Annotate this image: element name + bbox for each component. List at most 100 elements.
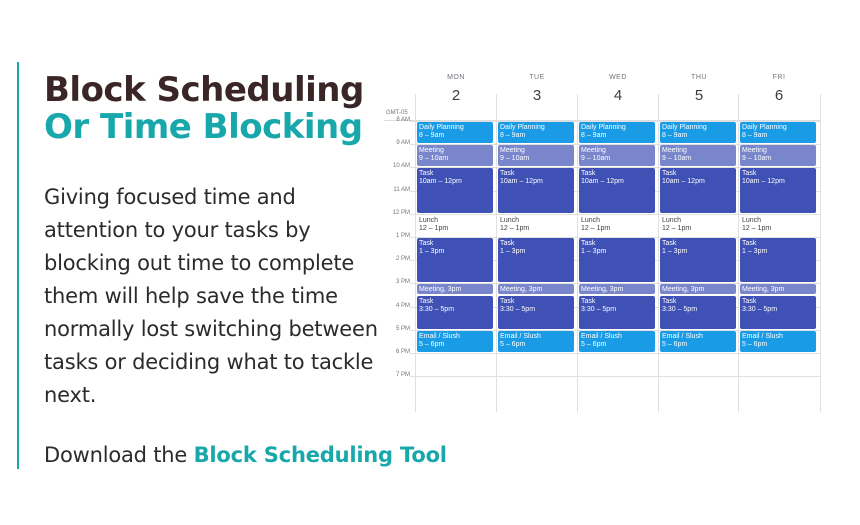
event-title: Task (742, 240, 757, 247)
event-time: 1 – 3pm (662, 248, 688, 255)
download-line: Download the Block Scheduling Tool (44, 443, 447, 467)
title-line-1: Block Scheduling (44, 70, 364, 110)
meeting-3pm-event[interactable]: Meeting, 3pm (579, 284, 655, 294)
event-time: 1 – 3pm (419, 248, 445, 255)
event-title: Meeting, 3pm (500, 286, 543, 294)
timezone-label: GMT-05 (386, 110, 408, 116)
day-name: THU (691, 74, 707, 81)
event-title: Task (500, 170, 515, 178)
meeting-3pm-event[interactable]: Meeting, 3pm (417, 284, 493, 294)
event-title: Task (742, 298, 757, 305)
event-time: 8 – 9am (581, 132, 607, 139)
hour-label: 4 PM (395, 302, 410, 309)
description-text: Giving focused time and attention to you… (44, 185, 378, 407)
meeting-3pm-event[interactable]: Meeting, 3pm (740, 284, 816, 294)
event-title: Meeting (419, 147, 444, 155)
meeting-3pm-event[interactable]: Meeting, 3pm (498, 284, 574, 294)
hour-gridline (410, 376, 820, 378)
event-time: 9 – 10am (419, 155, 449, 163)
event-time: 3:30 – 5pm (662, 306, 698, 313)
hour-label: 12 PM (392, 209, 410, 216)
event-time: 10am – 12pm (742, 178, 785, 186)
event-title: Daily Planning (742, 124, 787, 131)
event-title: Task (742, 170, 757, 178)
event-title: Meeting (742, 147, 767, 155)
block-scheduling-tool-link[interactable]: Block Scheduling Tool (193, 443, 447, 467)
column-divider (496, 94, 497, 412)
accent-bar (17, 62, 19, 469)
event-time: 1 – 3pm (742, 248, 768, 255)
hour-gridline (410, 144, 820, 146)
event-title: Task (581, 240, 596, 247)
event-time: 8 – 9am (662, 132, 688, 139)
day-name: WED (609, 74, 627, 81)
event-time: 12 – 1pm (419, 224, 449, 232)
hour-gridline (410, 353, 820, 354)
event-time: 9 – 10am (742, 155, 772, 163)
hour-label: 11 AM (393, 186, 410, 193)
event-time: 9 – 10am (662, 155, 692, 163)
event-title: Task (662, 298, 677, 305)
event-title: Daily Planning (419, 124, 464, 131)
hour-gridline (410, 283, 820, 285)
event-title: Lunch (500, 216, 520, 224)
event-time: 5 – 6pm (742, 340, 768, 348)
event-title: Meeting, 3pm (419, 286, 462, 294)
event-time: 5 – 6pm (419, 340, 445, 348)
event-time: 5 – 6pm (581, 340, 607, 348)
event-title: Daily Planning (662, 124, 707, 131)
event-time: 9 – 10am (500, 155, 530, 163)
event-time: 12 – 1pm (662, 224, 692, 232)
event-title: Email / Slush (581, 332, 622, 340)
event-title: Task (500, 240, 515, 247)
meeting-3pm-event[interactable]: Meeting, 3pm (660, 284, 736, 294)
column-divider (415, 94, 416, 412)
event-time: 5 – 6pm (500, 340, 526, 348)
page-title: Block Scheduling Or Time Blocking (44, 72, 364, 146)
column-divider (820, 94, 821, 412)
event-time: 3:30 – 5pm (581, 306, 617, 313)
event-title: Email / Slush (419, 332, 460, 340)
